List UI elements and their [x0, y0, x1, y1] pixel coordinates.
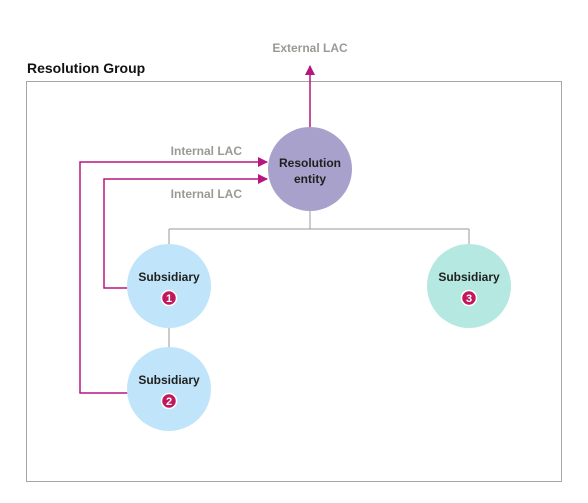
internal-lac-arrow-subsidiary-1: [103, 174, 268, 289]
internal-lac-label-upper: Internal LAC: [171, 144, 243, 158]
resolution-entity-label-line2: entity: [294, 172, 326, 186]
subsidiary-2-number: 2: [166, 396, 172, 408]
internal-lac-label-lower: Internal LAC: [171, 187, 243, 201]
subsidiary-2-circle: [127, 347, 211, 431]
subsidiary-3-label: Subsidiary: [438, 270, 500, 284]
resolution-entity-node: Resolution entity: [268, 127, 352, 211]
subsidiary-3-node: Subsidiary 3: [427, 244, 511, 328]
subsidiary-2-badge: [160, 392, 178, 410]
subsidiary-1-badge: [160, 289, 178, 307]
subsidiary-1-number: 1: [166, 293, 172, 305]
internal-lac-arrow-subsidiary-2: [79, 157, 268, 394]
group-boundary: [26, 81, 562, 482]
subsidiary-1-circle: [127, 244, 211, 328]
subsidiary-1-node: Subsidiary 1: [127, 244, 211, 328]
hierarchy-connectors: [168, 210, 470, 348]
resolution-entity-circle: [268, 127, 352, 211]
external-lac-label: External LAC: [272, 41, 348, 55]
group-title: Resolution Group: [27, 60, 145, 76]
subsidiary-3-badge: [460, 289, 478, 307]
subsidiary-3-circle: [427, 244, 511, 328]
subsidiary-2-label: Subsidiary: [138, 373, 200, 387]
resolution-entity-label-line1: Resolution: [279, 156, 341, 170]
subsidiary-2-node: Subsidiary 2: [127, 347, 211, 431]
subsidiary-1-label: Subsidiary: [138, 270, 200, 284]
subsidiary-3-number: 3: [466, 293, 472, 305]
